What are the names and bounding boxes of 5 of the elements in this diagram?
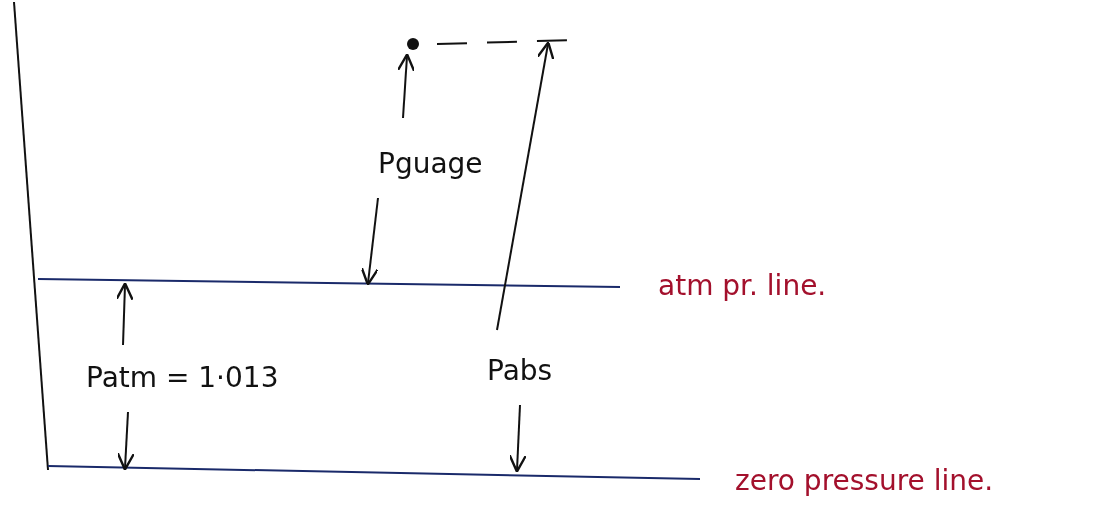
pressure-label: Patm = 1·013 — [86, 364, 279, 392]
pressure-label: Pabs — [487, 357, 553, 385]
pressure-label: Pguage — [378, 150, 483, 178]
line-label: zero pressure line. — [735, 467, 994, 495]
line-label: atm pr. line. — [658, 272, 827, 300]
